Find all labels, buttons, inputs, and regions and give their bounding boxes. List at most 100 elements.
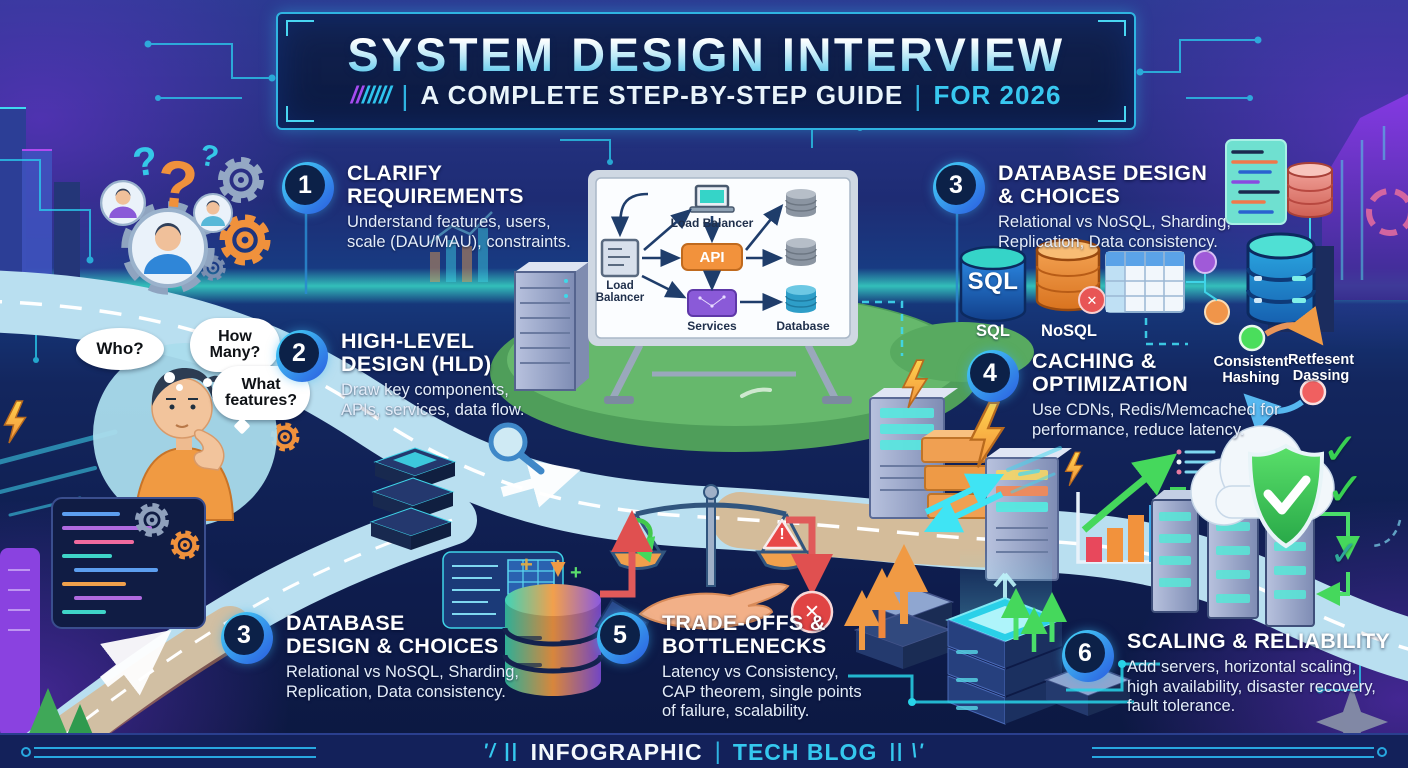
- code-panel-left: [51, 497, 206, 629]
- step-title: CLARIFY REQUIREMENTS: [347, 161, 524, 209]
- step-number-badge: 3: [933, 162, 985, 214]
- subtitle-separator: |: [401, 79, 410, 111]
- gear-icon: [274, 426, 296, 448]
- cloud-shield: [1190, 425, 1402, 549]
- banner-corner-accent: [1098, 20, 1126, 36]
- whiteboard-top-node-label: Load Balancer: [670, 216, 754, 230]
- plus-mark: +: [520, 552, 533, 577]
- whiteboard-database-label: Database: [776, 319, 830, 333]
- nosql-badge-icon: ✕: [1086, 293, 1098, 308]
- page-subtitle: A COMPLETE STEP-BY-STEP GUIDE: [420, 80, 904, 110]
- primary-database-icon: [1246, 232, 1316, 326]
- check-icon: ✓: [1330, 535, 1359, 573]
- user-avatar-icon: [100, 180, 146, 226]
- scaling-chips: [844, 468, 1160, 725]
- step-number-badge: 3: [221, 612, 273, 664]
- fail-x-icon: ✕: [804, 602, 820, 623]
- server-tower-icon: [514, 262, 589, 391]
- step-description: Latency vs Consistency, CAP theorem, sin…: [662, 663, 862, 721]
- speech-bubble-how-many: How Many?: [190, 318, 280, 372]
- step-4-caching-optimization: 4 CACHING & OPTIMIZATION Use CDNs, Redis…: [967, 349, 1280, 440]
- banner-corner-accent: [1098, 106, 1126, 122]
- footer-label-infographic: INFOGRAPHIC: [530, 738, 703, 765]
- step-1-clarify-requirements: 1 CLARIFY REQUIREMENTS Understand featur…: [282, 161, 571, 252]
- sql-cylinder-text: SQL: [967, 268, 1019, 295]
- hashing-cycle: [1238, 306, 1327, 432]
- step-3-database-design-bottom: 3 DATABASE DESIGN & CHOICES Relational v…: [221, 611, 519, 702]
- bubble-tail-dot: [203, 378, 212, 387]
- step-title: HIGH-LEVEL DESIGN (HLD): [341, 329, 492, 377]
- consistent-hashing-label: Consistent Hashing: [1213, 354, 1289, 387]
- step-description: Draw key components, APIs, services, dat…: [341, 381, 525, 419]
- bubble-tail-dot: [164, 372, 175, 383]
- footer: '/ || INFOGRAPHIC | TECH BLOG || \': [0, 736, 1408, 768]
- nosql-database-icon: [1035, 238, 1106, 314]
- question-mark-icon: ?: [153, 145, 202, 223]
- laptop-icon: [689, 184, 735, 213]
- plus-mark: +: [570, 562, 582, 584]
- whiteboard-services-label: Services: [687, 319, 737, 333]
- sql-database-icon: [959, 245, 1027, 323]
- step-title: SCALING & RELIABILITY: [1127, 629, 1391, 653]
- footer-deco-left: '/ ||: [482, 741, 519, 762]
- nosql-label: NoSQL: [1041, 322, 1097, 340]
- banner-corner-accent: [286, 106, 314, 122]
- subtitle-separator: |: [914, 79, 923, 111]
- user-avatar-icon: [128, 208, 208, 288]
- sparkle-icon: [1316, 686, 1388, 756]
- lightning-bolt-left: [3, 400, 27, 444]
- step-title: DATABASE DESIGN & CHOICES: [998, 161, 1208, 209]
- step-title: DATABASE DESIGN & CHOICES: [286, 611, 499, 659]
- step-description: Use CDNs, Redis/Memcached for performanc…: [1032, 401, 1280, 439]
- magnifier-icon: [488, 422, 545, 475]
- step-description: Understand features, users, scale (DAU/M…: [347, 213, 571, 251]
- tradeoff-scales: [594, 484, 834, 652]
- year-tag: FOR 2026: [933, 80, 1062, 110]
- multicolor-database-icon: [502, 584, 604, 696]
- services-node: [687, 289, 737, 317]
- step-5-tradeoffs-bottlenecks: 5 TRADE-OFFS & BOTTLENECKS Latency vs Co…: [597, 611, 862, 721]
- warning-exclamation-icon: !: [779, 526, 785, 543]
- database-cylinders: [785, 189, 817, 313]
- page-title: SYSTEM DESIGN INTERVIEW: [347, 27, 1065, 81]
- banner-corner-accent: [286, 20, 314, 36]
- step-6-scaling-reliability: 6 SCALING & RELIABILITY Add servers, hor…: [1062, 629, 1391, 716]
- check-icon: ✓: [1326, 463, 1365, 515]
- mini-bars-doodle: [427, 211, 493, 282]
- red-database-icon: [1287, 162, 1333, 240]
- code-editor-panel: [1225, 139, 1287, 225]
- slash-decoration: //: [350, 81, 363, 109]
- bubble-tail-dot: [176, 384, 183, 391]
- footer-label-tech-blog: TECH BLOG: [732, 738, 878, 765]
- sql-label: SQL: [976, 322, 1010, 340]
- step-2-high-level-design: 2 HIGH-LEVEL DESIGN (HLD) Draw key compo…: [276, 329, 525, 420]
- shard-nodes: [1186, 250, 1230, 325]
- whiteboard-left-node-label: Load Balancer: [595, 280, 645, 305]
- step-title: CACHING & OPTIMIZATION: [1032, 349, 1189, 397]
- load-balancer-icon: [600, 238, 640, 278]
- speech-bubble-who: Who?: [76, 328, 164, 370]
- footer-separator: |: [714, 738, 721, 765]
- step-description: Relational vs NoSQL, Sharding, Replicati…: [998, 213, 1231, 251]
- rehashing-label: Retfesent Dassing: [1287, 352, 1355, 385]
- step-3-database-design-top: 3 DATABASE DESIGN & CHOICES Relational v…: [933, 161, 1231, 252]
- server-stack-left: [369, 447, 457, 550]
- table-grid-icon: [1105, 251, 1185, 313]
- check-icon: ✓: [1322, 425, 1359, 474]
- whiteboard: [588, 170, 858, 404]
- step-description: Add servers, horizontal scaling, high av…: [1127, 658, 1376, 715]
- step-title: TRADE-OFFS & BOTTLENECKS: [662, 611, 827, 659]
- title-banner: SYSTEM DESIGN INTERVIEW /////// | A COMP…: [276, 12, 1136, 130]
- page-subtitle-row: /////// | A COMPLETE STEP-BY-STEP GUIDE …: [350, 79, 1062, 111]
- user-avatar-icon: [193, 193, 233, 233]
- footer-deco-right: || \': [889, 741, 926, 762]
- footer-band: [0, 733, 1408, 768]
- step-number-badge: 2: [276, 330, 328, 382]
- dashed-connectors: [862, 300, 1188, 356]
- city-skyline-left: [0, 107, 80, 738]
- step-description: Relational vs NoSQL, Sharding, Replicati…: [286, 663, 519, 701]
- step-number-badge: 4: [967, 350, 1019, 402]
- step-number-badge: 5: [597, 612, 649, 664]
- step-connectors: [304, 209, 959, 322]
